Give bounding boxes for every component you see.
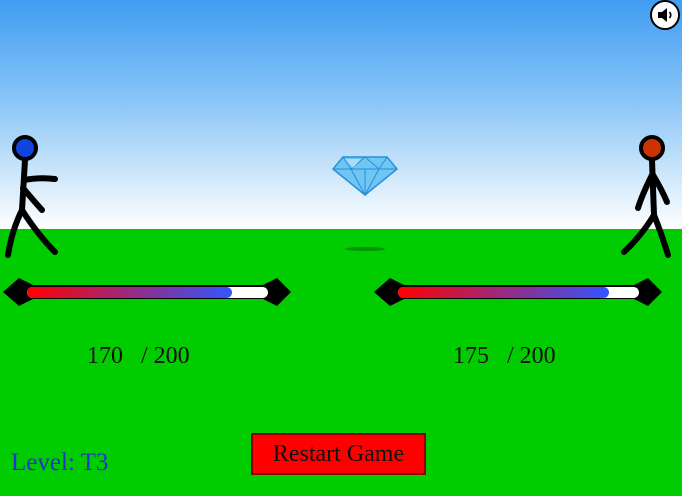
player-left-hp-max: 200 [153,343,190,369]
player-left-hp-current: 170 [87,343,123,369]
player-right-health-fill [398,287,609,298]
restart-game-button[interactable]: Restart Game [251,433,426,475]
player-left-health-bar [3,278,291,306]
diamond-icon [331,156,399,196]
sound-toggle-button[interactable] [650,0,680,30]
player-right-hp-current: 175 [453,343,489,369]
player-left-health-fill [27,287,232,298]
player-right-head [639,135,665,161]
player-right-hp-text: 175 / 200 [441,316,556,370]
player-right-hp-separator: / [507,343,514,369]
level-label: Level: T3 [11,449,109,476]
player-left-hp-text: 170 / 200 [75,316,190,370]
player-left-head [12,135,38,161]
player-left-hp-separator: / [141,343,148,369]
speaker-icon [658,8,672,22]
player-right-hp-max: 200 [519,343,556,369]
player-right-stickman [621,135,671,258]
diamond-shadow [345,247,385,251]
player-left-stickman [5,135,58,258]
player-right-health-bar [374,278,662,306]
sky-background [0,0,682,230]
